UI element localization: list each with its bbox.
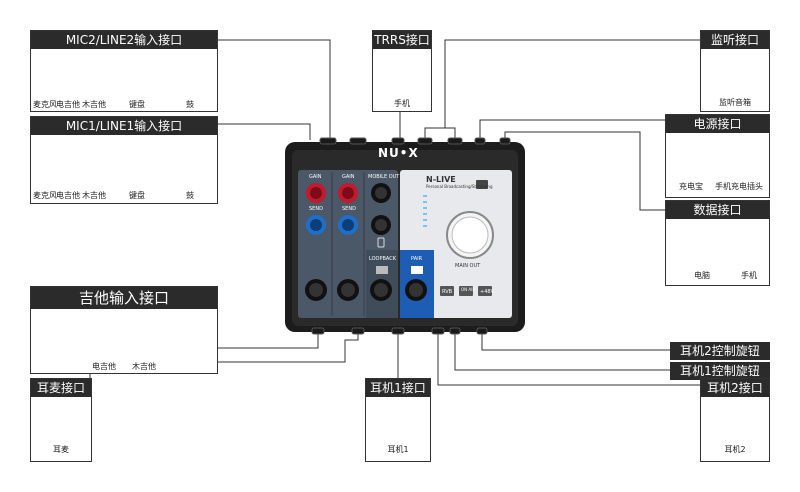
- mic2-item-acoustic-guitar: 木吉他: [82, 100, 106, 109]
- mic1-item-keyboard: 键盘: [129, 191, 145, 200]
- mic1-input-box: MIC1/LINE1输入接口: [30, 116, 218, 204]
- hp2-title: 耳机2接口: [701, 379, 769, 397]
- guitar-item-acoustic: 木吉他: [132, 362, 156, 371]
- mic1-item-acoustic-guitar: 木吉他: [82, 191, 106, 200]
- trrs-box: TRRS接口: [372, 30, 432, 112]
- mic1-item-electric-guitar: 电吉他: [56, 191, 80, 200]
- monitor-box: 监听接口: [700, 30, 770, 112]
- mic1-input-title: MIC1/LINE1输入接口: [31, 117, 217, 135]
- power-item-charger: 手机充电插头: [715, 182, 763, 191]
- gain-label-1: GAIN: [309, 174, 322, 180]
- headset-item: 耳麦: [53, 445, 69, 454]
- mic2-item-electric-guitar: 电吉他: [56, 100, 80, 109]
- gain-knobs: [306, 183, 358, 203]
- mic2-item-mic: 麦克风: [33, 100, 57, 109]
- hp1-box: 耳机1接口: [365, 378, 431, 462]
- guitar-input-box: 吉他输入接口: [30, 286, 218, 374]
- mobile-out-label: MOBILE OUT: [368, 174, 400, 180]
- headset-title: 耳麦接口: [31, 379, 91, 397]
- trrs-title: TRRS接口: [373, 31, 431, 49]
- phantom-button[interactable]: +48V: [480, 289, 494, 295]
- volume-knobs: [305, 279, 427, 301]
- device-subtitle: Personal Broadcasting/Streaming: [426, 184, 493, 189]
- data-box: 数据接口: [665, 200, 770, 286]
- trrs-item: 手机: [394, 99, 410, 108]
- loopback-label: LOOPBACK: [369, 256, 397, 262]
- mic2-item-keyboard: 键盘: [129, 100, 145, 109]
- data-item-phone: 手机: [741, 271, 757, 280]
- hp2-item: 耳机2: [724, 445, 746, 454]
- n-live-device: [285, 137, 525, 335]
- mic2-item-drums: 鼓: [186, 100, 194, 109]
- send-knobs: [306, 215, 358, 235]
- rvb-button[interactable]: RVB: [442, 289, 453, 295]
- monitor-item: 监听音箱: [719, 98, 751, 107]
- pair-label: PAIR: [411, 256, 423, 262]
- mobile-out-knobs: [371, 183, 391, 235]
- power-item-powerbank: 充电宝: [679, 182, 703, 191]
- device-model: N-LIVE: [426, 175, 456, 184]
- gain-label-2: GAIN: [342, 174, 355, 180]
- on-air-button[interactable]: ON AIR: [461, 287, 476, 292]
- hp1-title: 耳机1接口: [366, 379, 430, 397]
- power-box: 电源接口: [665, 114, 770, 198]
- headset-box: 耳麦接口: [30, 378, 92, 462]
- device-brand: NU•X: [378, 146, 419, 160]
- hp2-knob-tag: 耳机2控制旋钮: [670, 342, 770, 360]
- monitor-title: 监听接口: [701, 31, 769, 49]
- hp1-item: 耳机1: [387, 445, 409, 454]
- data-item-computer: 电脑: [694, 271, 710, 280]
- hp1-knob-tag: 耳机1控制旋钮: [670, 362, 770, 380]
- mic2-input-title: MIC2/LINE2输入接口: [31, 31, 217, 49]
- mic1-item-mic: 麦克风: [33, 191, 57, 200]
- guitar-input-title: 吉他输入接口: [31, 287, 217, 309]
- data-title: 数据接口: [666, 201, 769, 219]
- mic1-item-drums: 鼓: [186, 191, 194, 200]
- send-label-1: SEND: [309, 206, 323, 212]
- main-out-label: MAIN OUT: [455, 263, 481, 269]
- send-label-2: SEND: [342, 206, 356, 212]
- guitar-item-electric: 电吉他: [92, 362, 116, 371]
- mic2-input-box: MIC2/LINE2输入接口: [30, 30, 218, 112]
- power-title: 电源接口: [666, 115, 769, 133]
- hp2-box: 耳机2接口: [700, 378, 770, 462]
